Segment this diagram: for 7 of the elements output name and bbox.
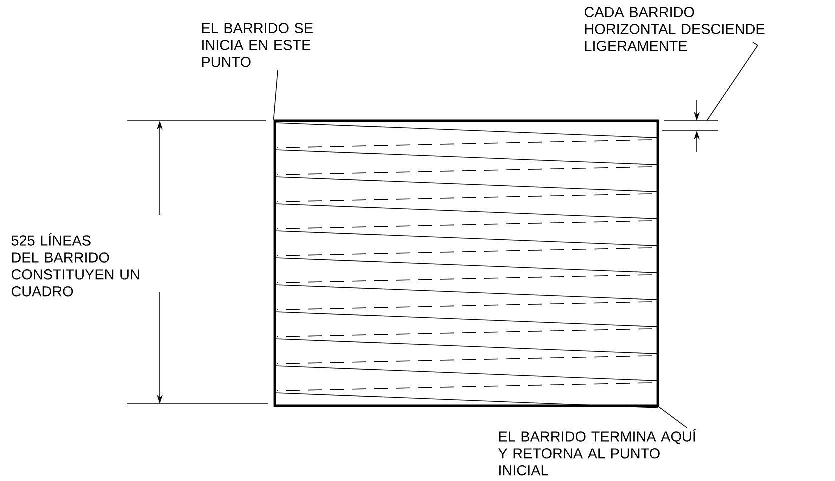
callout-text: EL BARRIDO SE INICIA EN ESTE PUNTO xyxy=(202,23,313,68)
leader-line xyxy=(706,42,759,122)
leader-line xyxy=(273,70,278,120)
leader-line xyxy=(658,406,688,428)
dimension-text: 525 LÍNEAS DEL BARRIDO CONSTITUYEN UN CUADRO xyxy=(12,233,140,297)
callout-text: CADA BARRIDO HORIZONTAL DESCIENDE LIGERAMENTE xyxy=(584,7,765,52)
callout-text: EL BARRIDO TERMINA AQUÍ Y RETORNA AL PUNTO INICIAL xyxy=(498,429,696,476)
